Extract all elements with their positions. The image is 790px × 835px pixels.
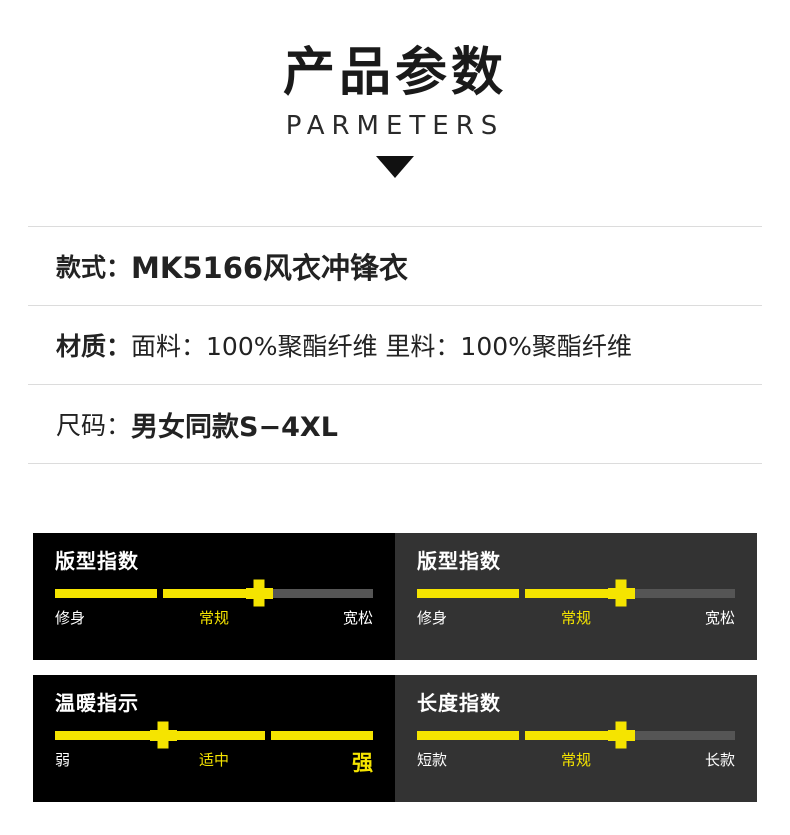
spec-value: MK5166风衣冲锋衣 (131, 251, 409, 286)
page-subtitle: PARMETERS (285, 110, 505, 141)
index-slider[interactable] (417, 579, 735, 607)
page-title: 产品参数 (282, 43, 507, 103)
slider-scale-label: 宽松 (342, 609, 373, 627)
spec-label: 材质： (56, 332, 132, 362)
slider-thumb-icon[interactable] (157, 721, 169, 749)
slider-scale: 修身 常规 宽松 (55, 609, 373, 627)
slider-segment[interactable] (55, 730, 157, 740)
index-card: 长度指数短款 常规 长款 (395, 675, 757, 802)
slider-scale: 弱 适中 强 (55, 751, 373, 776)
slider-segment[interactable] (633, 730, 735, 740)
index-card: 版型指数修身 常规 宽松 (395, 533, 757, 660)
slider-thumb-icon[interactable] (253, 579, 265, 607)
slider-segment[interactable] (271, 588, 373, 598)
index-card-title: 版型指数 (417, 549, 501, 573)
spec-row-style: 款式：MK5166风衣冲锋衣 (28, 227, 762, 307)
slider-scale-label: 常规 (560, 751, 591, 769)
spec-label: 款式： (56, 253, 132, 283)
slider-segment[interactable] (55, 588, 157, 598)
triangle-down-icon-wrap (0, 156, 790, 182)
slider-scale-label: 弱 (55, 751, 71, 769)
index-card-title: 温暖指示 (55, 691, 139, 715)
index-card-title: 长度指数 (417, 691, 501, 715)
slider-scale: 修身 常规 宽松 (417, 609, 735, 627)
slider-segment[interactable] (525, 579, 627, 607)
slider-scale-label: 适中 (198, 751, 229, 769)
index-card-grid: 版型指数修身常规宽松版型指数修身常规宽松温暖指示弱适中强长度指数短款常规长款 (33, 533, 757, 802)
index-slider[interactable] (55, 721, 373, 749)
slider-thumb-icon[interactable] (615, 721, 627, 749)
page-header: 产品参数 PARMETERS (0, 0, 790, 182)
slider-scale-label: 短款 (417, 751, 448, 769)
slider-segment[interactable] (271, 730, 373, 740)
spec-row-material: 材质：面料：100%聚酯纤维 里料：100%聚酯纤维 (28, 306, 762, 386)
spec-label: 尺码： (56, 411, 132, 441)
spec-value: 男女同款S−4XL (131, 411, 338, 443)
index-card-row: 温暖指示弱 适中 强 长度指数短款 常规 长款 (33, 675, 757, 802)
slider-scale-label: 修身 (417, 609, 448, 627)
slider-scale-label: 长款 (704, 751, 735, 769)
triangle-down-icon (376, 156, 414, 179)
slider-segment[interactable] (163, 579, 265, 607)
slider-scale-label: 修身 (55, 609, 86, 627)
spec-row-size: 尺码：男女同款S−4XL (28, 385, 762, 465)
index-card-title: 版型指数 (55, 549, 139, 573)
index-card: 温暖指示弱 适中 强 (33, 675, 395, 802)
spec-list: 款式：MK5166风衣冲锋衣材质：面料：100%聚酯纤维 里料：100%聚酯纤维… (28, 226, 762, 465)
slider-thumb-icon[interactable] (615, 579, 627, 607)
slider-segment[interactable] (525, 721, 627, 749)
slider-segment[interactable] (417, 730, 519, 740)
slider-segment[interactable] (157, 721, 265, 749)
slider-scale-label: 强 (352, 751, 373, 775)
slider-scale-label: 宽松 (704, 609, 735, 627)
slider-segment[interactable] (633, 588, 735, 598)
slider-scale-label: 常规 (560, 609, 591, 627)
slider-scale-label: 常规 (198, 609, 229, 627)
index-card: 版型指数修身 常规 宽松 (33, 533, 395, 660)
index-slider[interactable] (55, 579, 373, 607)
slider-scale: 短款 常规 长款 (417, 751, 735, 769)
index-slider[interactable] (417, 721, 735, 749)
spec-value: 面料：100%聚酯纤维 里料：100%聚酯纤维 (131, 332, 632, 362)
index-card-row: 版型指数修身 常规 宽松 版型指数修身 常规 宽松 (33, 533, 757, 660)
slider-segment[interactable] (417, 588, 519, 598)
